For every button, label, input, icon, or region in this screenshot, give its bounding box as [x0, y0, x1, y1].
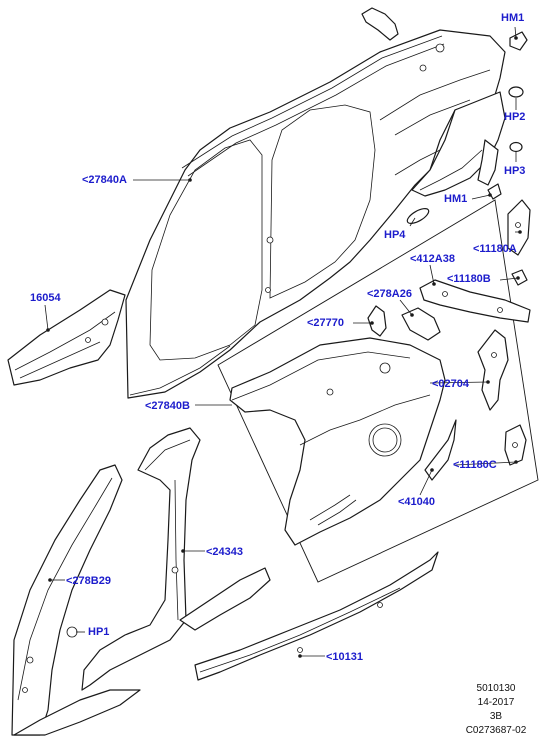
part-278a26 — [401, 307, 441, 341]
plug-hm1-top — [509, 31, 528, 51]
label-278a26: <278A26 — [367, 288, 412, 300]
label-hp4: HP4 — [384, 229, 406, 241]
reference-line-4: C0273687-02 — [465, 725, 527, 736]
reference-line-1: 5010130 — [476, 683, 516, 694]
plug-hp2 — [508, 86, 524, 98]
label-412a38: <412A38 — [410, 253, 455, 265]
label-02704: <02704 — [432, 378, 470, 390]
label-hp1: HP1 — [88, 626, 110, 638]
label-hm1-top: HM1 — [501, 12, 525, 24]
detail-frame — [217, 199, 539, 583]
part-27770 — [367, 305, 387, 337]
part-16054 — [7, 289, 126, 386]
part-41040 — [424, 419, 457, 481]
label-27840b: <27840B — [145, 400, 190, 412]
label-24343: <24343 — [206, 546, 244, 558]
part-412a38 — [419, 279, 531, 323]
label-hp2: HP2 — [504, 111, 526, 123]
body-side-outer-panel — [125, 7, 506, 399]
plug-hp4 — [406, 208, 430, 224]
reference-line-3: 3B — [489, 711, 503, 722]
part-27840b-assembly — [229, 337, 446, 546]
part-278b29 — [11, 464, 141, 736]
label-16054: 16054 — [30, 292, 61, 304]
label-10131: <10131 — [326, 651, 364, 663]
part-02704 — [477, 329, 509, 411]
label-11180a: <11180A — [473, 243, 517, 255]
label-41040: <41040 — [398, 496, 436, 508]
label-27840a: <27840A — [82, 174, 127, 186]
leader-lines — [44, 26, 522, 658]
label-hp3: HP3 — [504, 165, 526, 177]
reference-line-2: 14-2017 — [477, 697, 515, 708]
label-278b29: <278B29 — [66, 575, 111, 587]
label-27770: <27770 — [307, 317, 345, 329]
part-10131 — [194, 551, 439, 681]
rear-quarter-lower — [411, 91, 506, 197]
plug-hp3 — [509, 141, 523, 153]
part-11180c — [504, 424, 527, 466]
part-11180a — [507, 199, 531, 256]
label-11180c: <11180C — [453, 459, 497, 471]
label-hm1-mid: HM1 — [444, 193, 468, 205]
part-24343 — [81, 427, 271, 691]
label-11180b: <11180B — [447, 273, 491, 285]
